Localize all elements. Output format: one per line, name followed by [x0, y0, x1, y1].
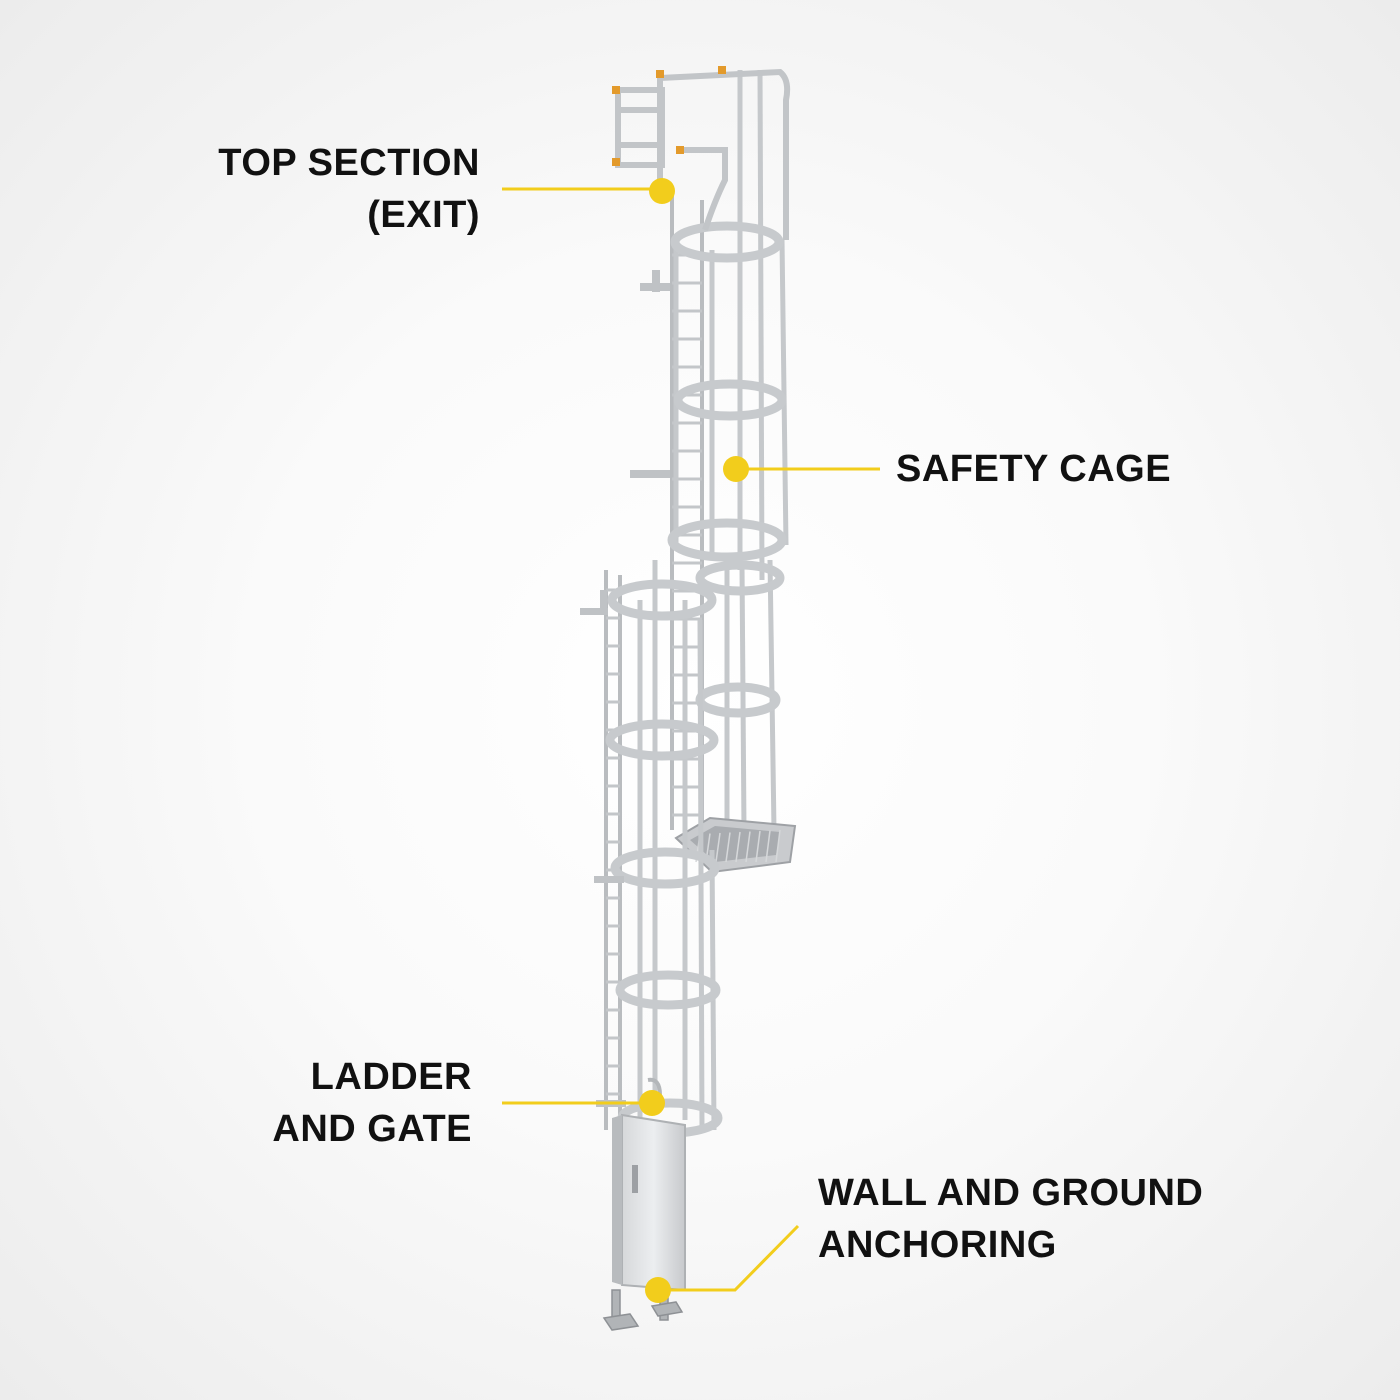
grating-bar	[715, 832, 721, 863]
callout-dot-ladder-gate	[639, 1090, 665, 1116]
grating-bar	[755, 830, 761, 863]
rest-platform	[674, 816, 797, 874]
label-safety-cage: SAFETY CAGE	[896, 443, 1171, 495]
hinge-caps	[612, 66, 726, 166]
label-ladder-gate: LADDER AND GATE	[272, 1051, 472, 1155]
grating-bar	[765, 830, 771, 863]
upper-wall-brackets	[630, 270, 670, 478]
ground-feet	[602, 1289, 684, 1331]
label-safety-cage-line1: SAFETY CAGE	[896, 448, 1172, 490]
label-anchoring-line1: WALL AND GROUND	[818, 1172, 1204, 1214]
label-top-section: TOP SECTION (EXIT)	[218, 137, 480, 241]
label-ladder-gate-line2: AND GATE	[272, 1108, 472, 1150]
callout-lines	[502, 187, 880, 1292]
callout-dots	[639, 178, 749, 1303]
label-ladder-gate-line1: LADDER	[310, 1056, 472, 1098]
gate-handle	[647, 1077, 662, 1096]
lower-ladder	[604, 570, 622, 1130]
label-top-section-line1: TOP SECTION	[218, 142, 480, 184]
callout-line-anchoring	[657, 1224, 800, 1292]
grating-bar	[725, 832, 731, 863]
callout-dot-safety-cage	[723, 456, 749, 482]
label-anchoring-line2: ANCHORING	[818, 1224, 1057, 1266]
label-anchoring: WALL AND GROUND ANCHORING	[818, 1167, 1203, 1271]
grating-bar	[735, 831, 741, 863]
grating-bar	[745, 831, 751, 863]
label-top-section-line2: (EXIT)	[367, 194, 480, 236]
anti-climb-panel	[612, 1113, 686, 1292]
callout-dot-anchoring	[645, 1277, 671, 1303]
callout-dot-top-section	[649, 178, 675, 204]
grating-bar	[775, 829, 781, 863]
